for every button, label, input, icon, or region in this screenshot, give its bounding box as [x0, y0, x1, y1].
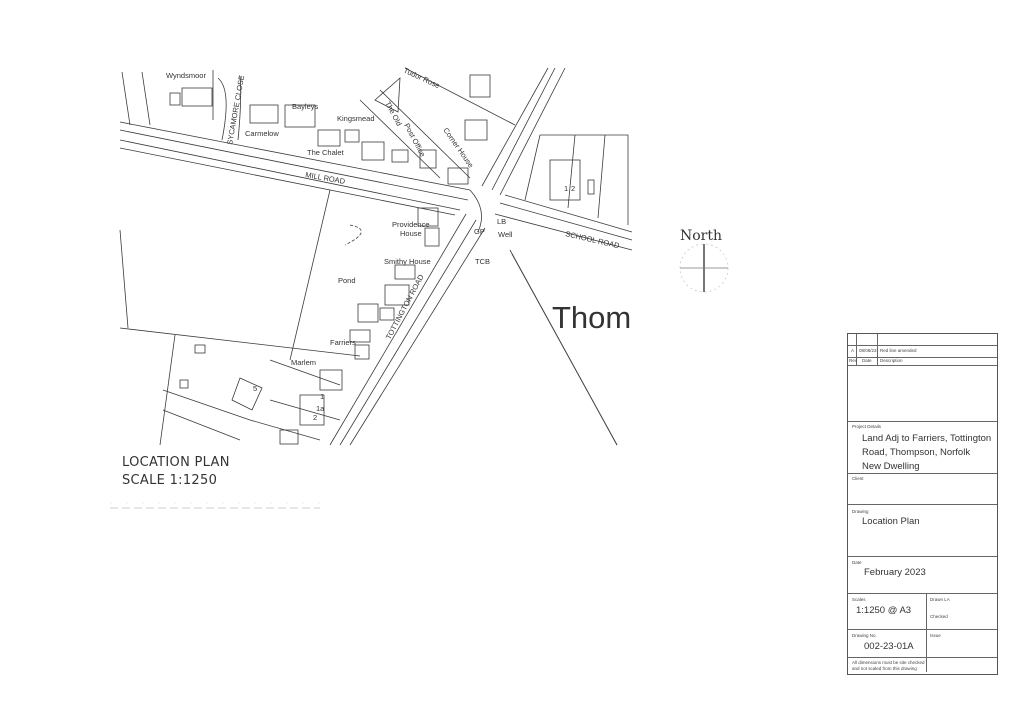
place-label: 1 — [320, 392, 324, 401]
drawing-title: Location Plan — [862, 516, 920, 527]
scale-bar — [110, 502, 320, 509]
place-label: Well — [498, 230, 513, 239]
place-label: 1a — [316, 404, 325, 413]
place-label: Providence — [392, 220, 430, 229]
place-label: The Old — [383, 100, 403, 128]
place-label: Post Office — [402, 122, 427, 158]
rev-date: 08/08/23 — [859, 348, 877, 353]
drawn-label: Drawn LA — [930, 597, 950, 602]
plan-scale: SCALE 1:1250 — [122, 473, 218, 488]
date-label: Date — [852, 560, 862, 565]
drawing-no-value: 002-23-01A — [864, 641, 914, 652]
date-value: February 2023 — [864, 567, 926, 578]
place-label: Corner House — [441, 126, 475, 169]
road-label: TOTTINGTON ROAD — [384, 272, 426, 341]
place-label: TCB — [475, 257, 490, 266]
description-header: Description — [880, 358, 903, 363]
place-label: LB — [497, 217, 506, 226]
scales-label: Scales — [852, 597, 866, 602]
village-pointer-line — [511, 253, 618, 446]
place-label: 2 — [313, 413, 317, 422]
place-label: Pond — [338, 276, 356, 285]
place-label: Tudor Rose — [402, 66, 441, 91]
place-label: Farriers — [330, 338, 356, 347]
place-label: Kingsmead — [337, 114, 375, 123]
note-line-2: and not scaled from this drawing — [852, 666, 917, 671]
place-label: 2 — [571, 184, 575, 193]
place-label: 5 — [253, 384, 257, 393]
date-header: Date — [862, 358, 872, 363]
rev-header: Rev — [849, 358, 858, 363]
project-line-3: New Dwelling — [862, 461, 920, 472]
issue-label: Issue — [930, 633, 941, 638]
project-line-1: Land Adj to Farriers, Tottington — [862, 433, 992, 444]
place-label: Smithy House — [384, 257, 431, 266]
place-label: Wyndsmoor — [166, 71, 206, 80]
place-label: 1 — [564, 184, 568, 193]
rev-description: Red line amended — [880, 348, 917, 353]
road-label: SCHOOL ROAD — [565, 229, 621, 250]
scales-value: 1:1250 @ A3 — [856, 605, 912, 616]
place-label: The Chalet — [307, 148, 345, 157]
north-label: North — [680, 228, 722, 244]
plan-title: LOCATION PLAN — [122, 455, 230, 470]
place-label: Carmelow — [245, 129, 279, 138]
project-details-label: Project Details — [852, 424, 882, 429]
drawing-label: Drawing — [852, 509, 869, 514]
rev-a: A — [851, 348, 855, 353]
road-label: MILL ROAD — [305, 170, 347, 186]
road-label: SYCAMORE CLOSE — [225, 74, 246, 145]
place-label: Bayleys — [292, 102, 319, 111]
checked-label: Checked — [930, 614, 948, 619]
village-label: Thom — [552, 300, 631, 335]
north-arrow-icon — [679, 243, 729, 293]
project-line-2: Road, Thompson, Norfolk — [862, 447, 971, 458]
map-linework — [119, 67, 633, 446]
client-label: Client — [852, 476, 864, 481]
place-label: Marlem — [291, 358, 316, 367]
place-label: House — [400, 229, 422, 238]
place-label: GP — [474, 227, 485, 236]
title-block: A 08/08/23 Red line amended Rev Date Des… — [847, 333, 998, 675]
note-line-1: All dimensions must be site checked — [852, 660, 925, 665]
drawing-no-label: Drawing No. — [852, 633, 877, 638]
